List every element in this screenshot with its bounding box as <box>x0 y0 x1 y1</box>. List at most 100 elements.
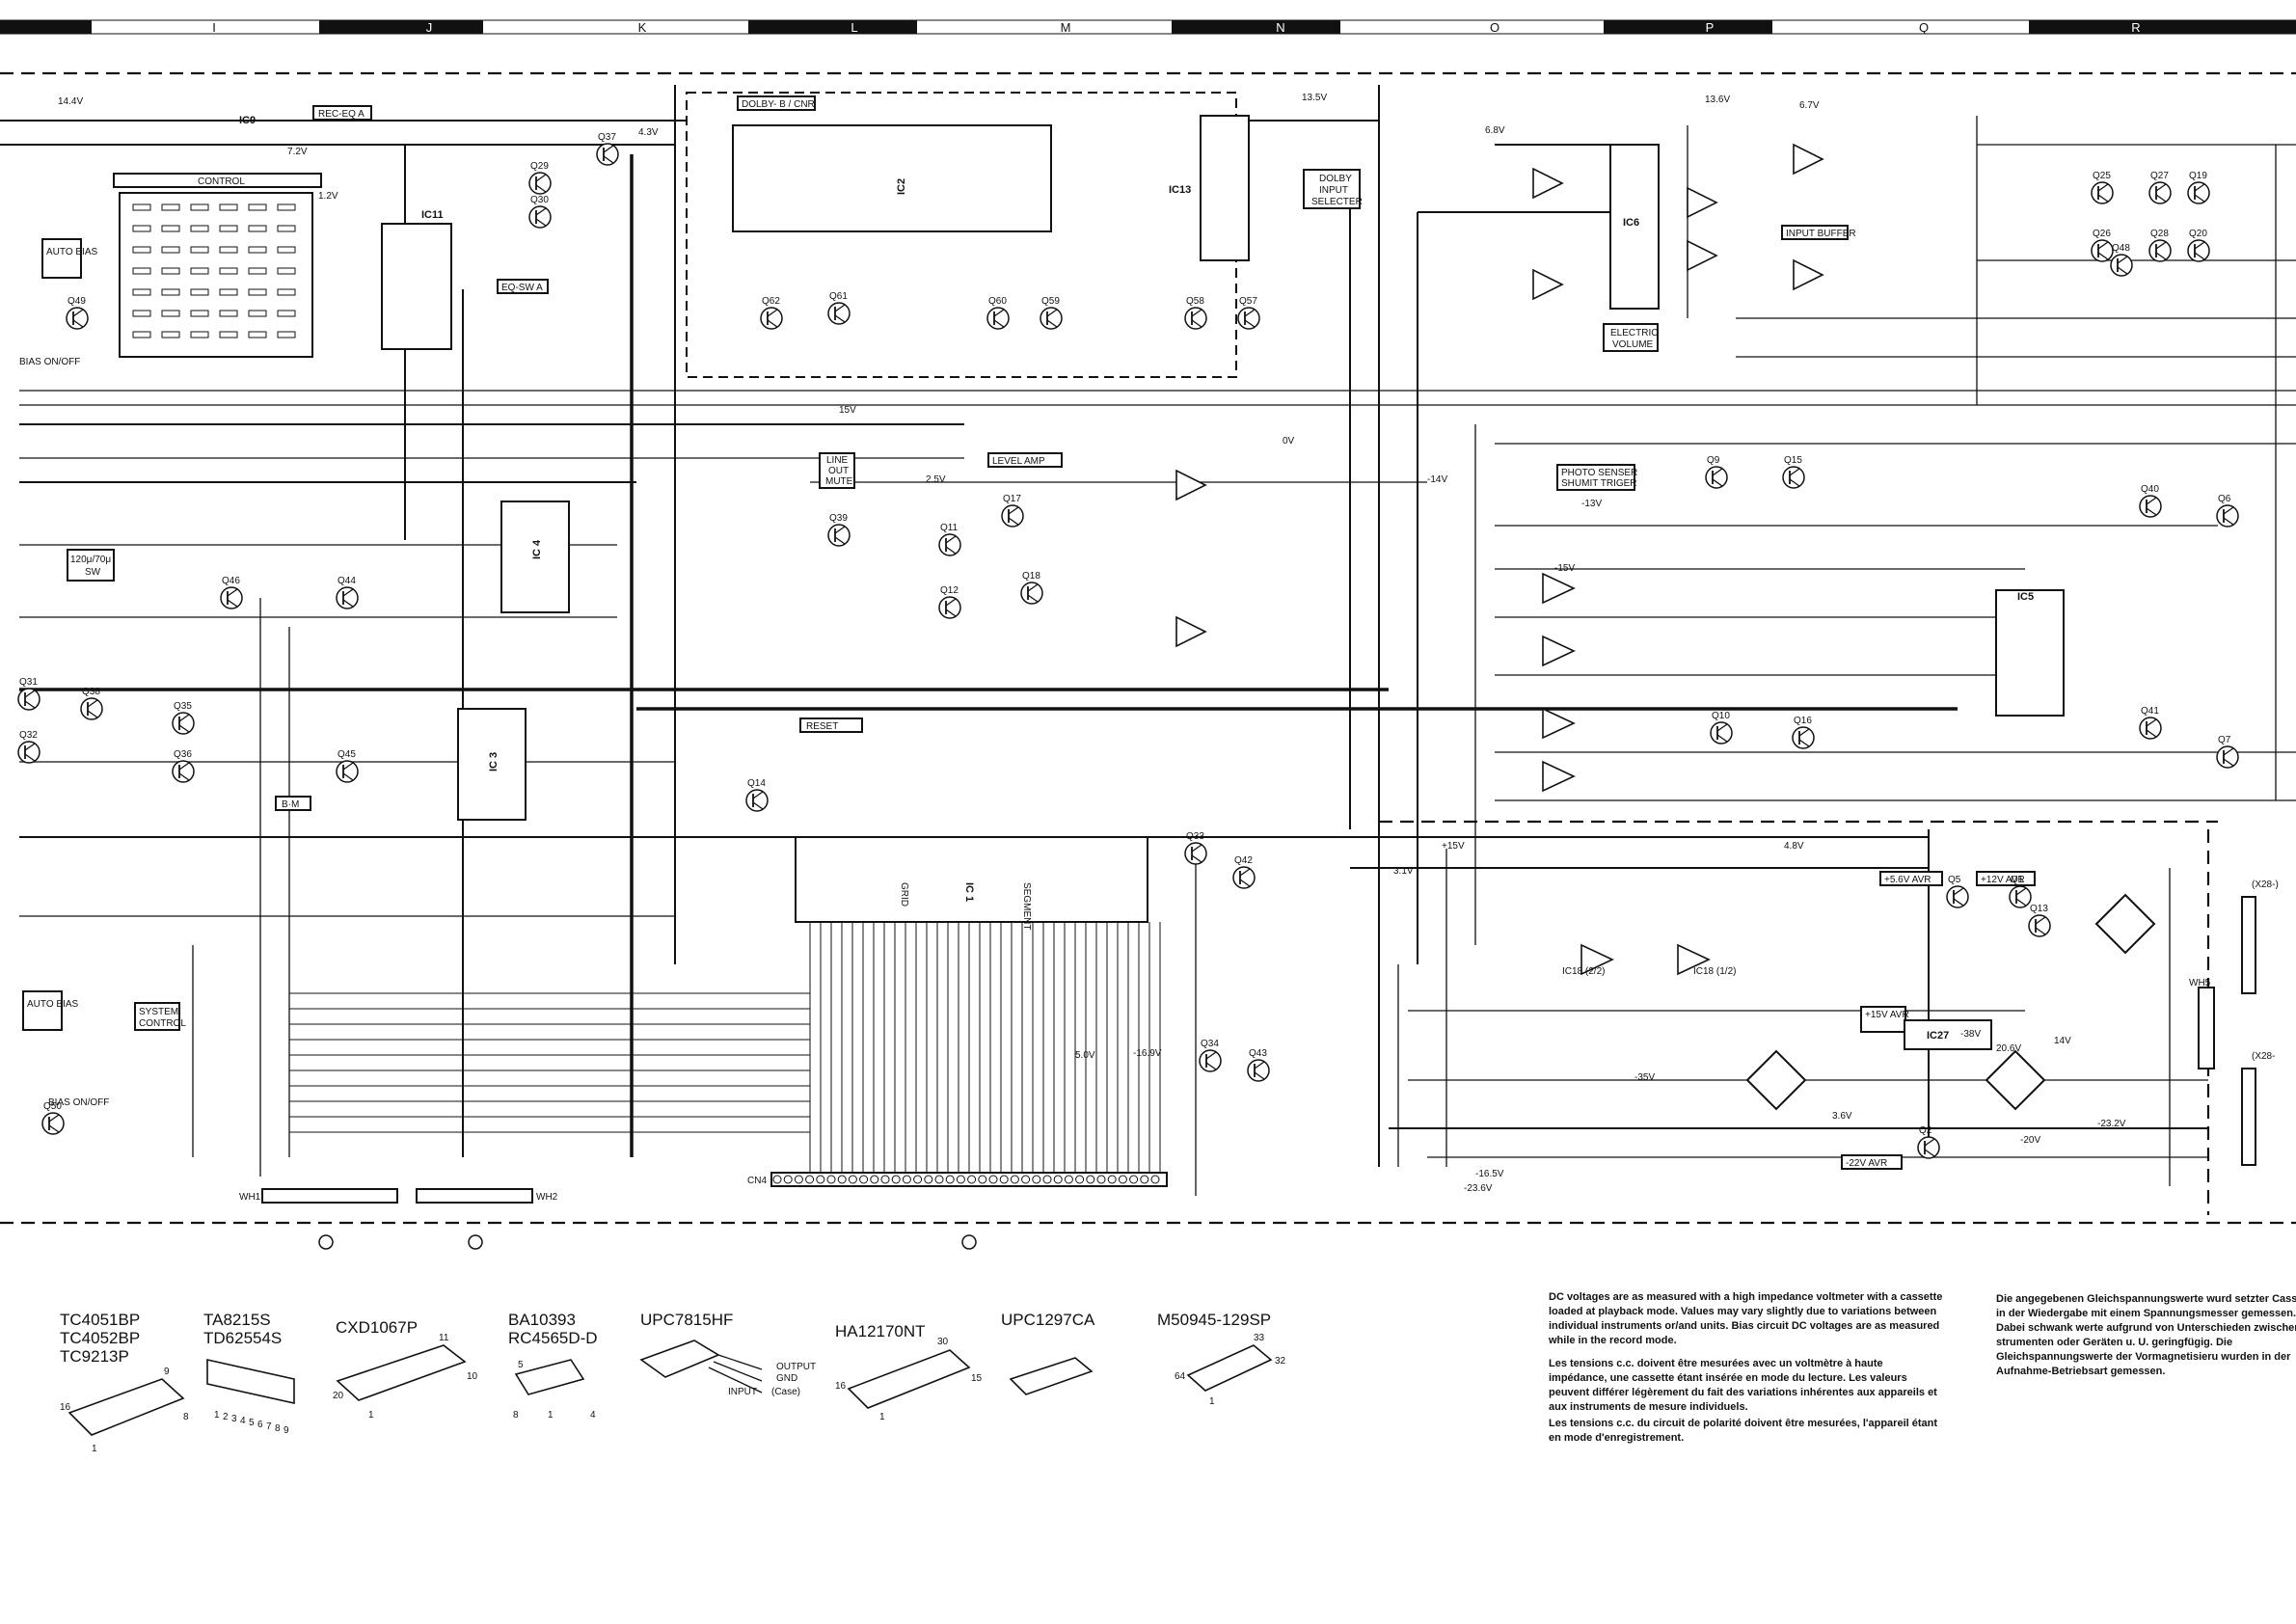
voltage-label: 3.1V <box>1393 866 1414 877</box>
control-label: CONTROL <box>198 176 245 187</box>
note-english: DC voltages are as measured with a high … <box>1549 1291 1943 1346</box>
volume-label: VOLUME <box>1612 339 1654 350</box>
transistor-label: Q43 <box>1249 1048 1267 1059</box>
transistor-label: Q32 <box>19 730 38 741</box>
transistor-label: Q42 <box>1234 855 1253 866</box>
transistor-label: Q33 <box>1186 831 1204 842</box>
transistor-symbol: Q13 <box>2028 904 2051 937</box>
transistor-label: Q36 <box>174 749 192 760</box>
ic1-label: IC 1 <box>963 882 975 902</box>
ic5-label: IC5 <box>2017 591 2034 603</box>
transistor-label: Q37 <box>598 132 616 143</box>
transistor-symbol: Q7 <box>2216 735 2239 769</box>
svg-text:33: 33 <box>1254 1333 1265 1343</box>
transistor-symbol: Q45 <box>336 749 359 783</box>
auto-bias-label: AUTO BIAS <box>46 247 97 257</box>
svg-text:1: 1 <box>92 1444 97 1454</box>
transistor-symbol: Q1 <box>2009 875 2032 908</box>
transistor-label: Q26 <box>2093 229 2111 239</box>
package-name: UPC7815HF <box>640 1311 733 1329</box>
rec-eq-section: IC9 REC-EQ A CONTROL AUTO BIAS IC11 EQ-S… <box>19 105 570 1108</box>
voltage-label: 15V <box>839 405 856 416</box>
voltage-label: -38V <box>1960 1029 1981 1040</box>
svg-text:9: 9 <box>284 1425 289 1436</box>
package-name: TD62554S <box>203 1329 282 1347</box>
svg-text:OUTPUT: OUTPUT <box>776 1362 816 1372</box>
svg-text:1: 1 <box>368 1410 374 1421</box>
transistor-symbol: Q40 <box>2139 484 2162 518</box>
svg-text:1: 1 <box>548 1410 554 1421</box>
voltage-label: 13.6V <box>1705 95 1730 105</box>
voltage-label: -16.5V <box>1475 1169 1504 1179</box>
svg-text:(Case): (Case) <box>771 1387 800 1397</box>
transistor-symbol: Q11 <box>938 523 961 556</box>
transistor-label: Q30 <box>530 195 549 205</box>
wiring <box>0 85 2296 1196</box>
transistor-label: Q60 <box>988 296 1007 307</box>
segment-label: SEGMENT <box>1021 882 1032 930</box>
transistor-symbol: Q16 <box>1792 716 1815 749</box>
svg-text:8: 8 <box>183 1412 189 1422</box>
to220-package <box>639 1340 720 1378</box>
transistor-label: Q40 <box>2141 484 2159 495</box>
svg-text:5: 5 <box>249 1418 255 1428</box>
package-name: TA8215S <box>203 1311 271 1329</box>
column-label: Q <box>1919 20 1929 35</box>
transistor-label: Q13 <box>2030 904 2048 914</box>
transistor-symbol: Q57 <box>1237 296 1260 330</box>
dip30-package <box>847 1349 971 1409</box>
transistor-symbol: Q17 <box>1001 494 1024 528</box>
transistor-symbol: Q48 <box>2110 243 2133 277</box>
transistor-symbol: Q5 <box>1946 875 1969 908</box>
voltage-label: 4.3V <box>638 127 659 138</box>
transistor-label: Q61 <box>829 291 848 302</box>
column-label: N <box>1276 20 1284 35</box>
level-amp-label: LEVEL AMP <box>992 456 1045 467</box>
column-label: J <box>426 20 433 35</box>
transistor-symbol: Q28 <box>2148 229 2172 262</box>
wh1-label: WH1 <box>239 1192 261 1203</box>
transistor-symbol: Q35 <box>172 701 195 735</box>
column-label: L <box>851 20 857 35</box>
package-name: RC4565D-D <box>508 1329 598 1347</box>
dolby-b-cnr-label: DOLBY- B / CNR <box>742 99 815 110</box>
transistor-symbol: Q30 <box>528 195 552 229</box>
mute-label: MUTE <box>825 476 853 487</box>
voltage-label: 20.6V <box>1996 1043 2021 1054</box>
svg-text:4: 4 <box>590 1410 596 1421</box>
voltage-label: 6.7V <box>1799 100 1820 111</box>
svg-text:1: 1 <box>1209 1396 1215 1407</box>
grid-label: GRID <box>899 882 909 907</box>
wh2-label: WH2 <box>536 1192 558 1203</box>
transistor-label: Q25 <box>2093 171 2111 181</box>
package-name: UPC1297CA <box>1001 1311 1095 1329</box>
svg-text:64: 64 <box>1175 1371 1186 1382</box>
voltage-label: -16.9V <box>1133 1048 1162 1059</box>
level-amp-section: LINE OUT MUTE LEVEL AMP <box>819 452 1207 648</box>
transistor-label: Q34 <box>1201 1039 1219 1049</box>
dip-small-package <box>1009 1357 1094 1395</box>
transistor-symbol: Q50 <box>41 1101 65 1135</box>
svg-text:16: 16 <box>835 1381 847 1392</box>
ic6-label: IC6 <box>1623 217 1639 229</box>
svg-text:2: 2 <box>223 1412 229 1422</box>
transistor-label: Q14 <box>747 778 766 789</box>
reset-label: RESET <box>806 721 838 732</box>
package-name: M50945-129SP <box>1157 1311 1271 1329</box>
transistor-label: Q7 <box>2218 735 2231 745</box>
transistor-label: Q50 <box>43 1101 62 1112</box>
transistor-label: Q17 <box>1003 494 1021 504</box>
voltage-label: 13.5V <box>1302 93 1327 103</box>
transistor-symbol: Q34 <box>1199 1039 1222 1072</box>
sdip64-package <box>1186 1344 1273 1392</box>
voltage-label: -14V <box>1427 474 1447 485</box>
package-name: TC9213P <box>60 1347 129 1366</box>
electric-label: ELECTRIC <box>1610 328 1658 338</box>
transistor-label: Q44 <box>338 576 356 586</box>
transistor-symbol: Q12 <box>938 585 961 619</box>
bias-onoff-label-2: BIAS ON/OFF <box>48 1097 109 1108</box>
sw-120-sub-label: SW <box>85 567 101 578</box>
transistor-symbol: Q33 <box>1184 831 1207 865</box>
transistor-label: Q48 <box>2112 243 2130 254</box>
volume-section: IC6 INPUT BUFFER ELECTRIC VOLUME <box>1532 143 1856 352</box>
